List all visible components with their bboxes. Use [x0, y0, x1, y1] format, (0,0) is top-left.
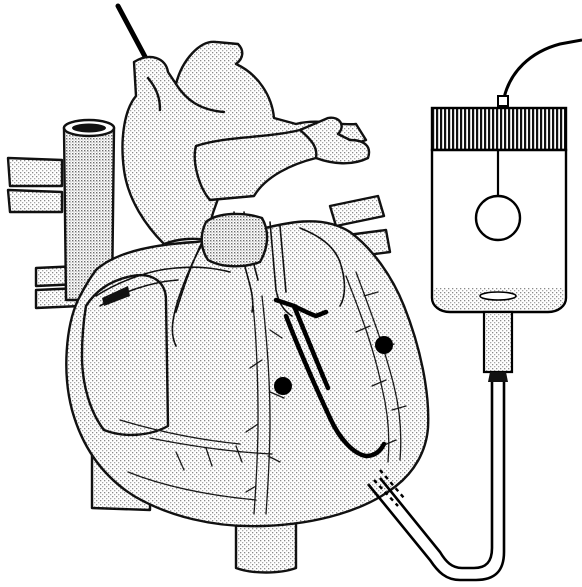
- bottle-cap: [432, 108, 566, 150]
- neck-clamp: [488, 372, 508, 382]
- aortic-root: [202, 214, 267, 266]
- electrode-dot-upper: [375, 336, 393, 354]
- supply-tube: [504, 40, 582, 98]
- float-ball: [476, 196, 520, 240]
- bottle-outlet-ring: [480, 292, 516, 300]
- reservoir-bottle: [432, 40, 582, 382]
- electrode-dot-lower: [274, 377, 292, 395]
- tube-connector: [498, 96, 508, 106]
- bottle-neck: [484, 312, 512, 372]
